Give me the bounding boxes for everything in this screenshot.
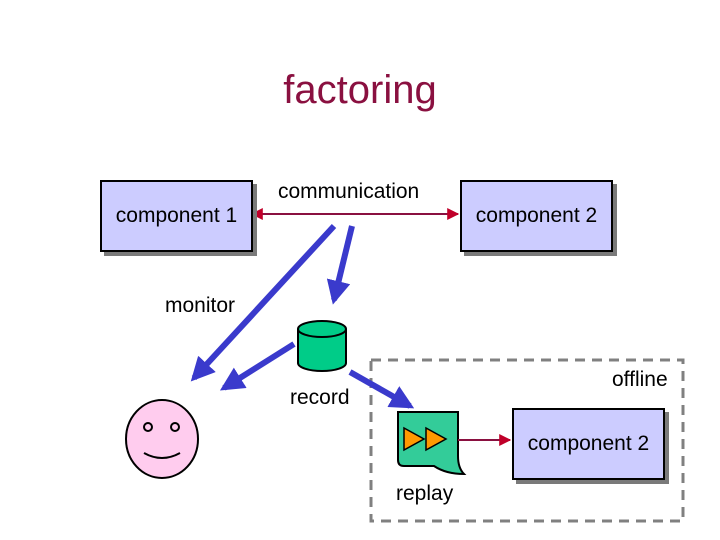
replay-component-2-box: component 2 [512,408,665,480]
monitor-label: monitor [165,294,236,317]
communication-label: communication [278,180,420,203]
component-1-box: component 1 [100,180,253,252]
database-icon [297,320,347,372]
replay-label: replay [396,482,454,505]
component-1-label: component 1 [115,204,238,227]
replay-feed-arrow [348,369,415,409]
component-2-label: component 2 [475,204,598,227]
replay-component-2-label: component 2 [527,432,650,455]
offline-label: offline [612,368,668,391]
monitor-arrow-long [190,223,337,382]
component-2-box: component 2 [460,180,613,252]
replay-icon [397,411,467,476]
record-label: record [290,386,350,409]
offline-region [369,358,685,523]
record-arrow [326,225,355,305]
monitor-arrow-short [219,341,296,391]
page-title: factoring [283,68,437,112]
face-icon [125,399,199,479]
